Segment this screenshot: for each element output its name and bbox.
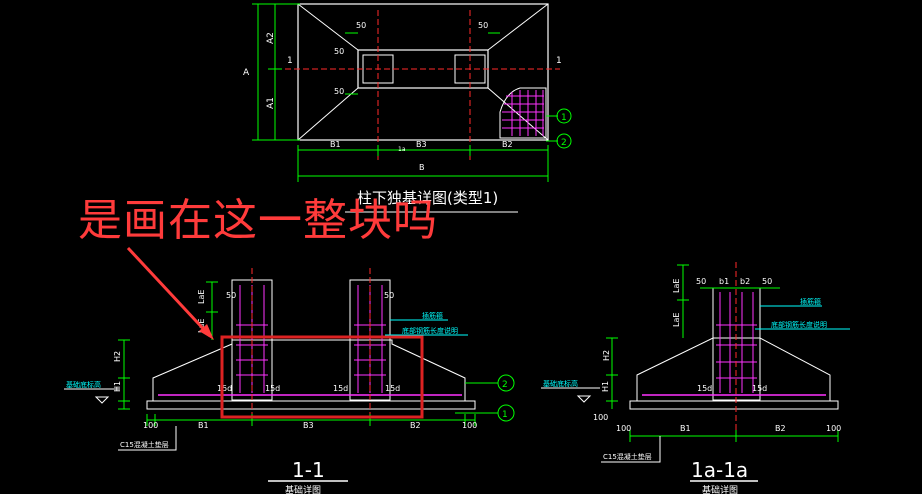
elev-marker (541, 387, 600, 403)
dim-b2: B2 (775, 424, 786, 433)
cushion-layer (146, 400, 476, 410)
dim-50: 50 (226, 291, 236, 300)
plan-slope-line (487, 3, 549, 51)
note-a: 插筋箍 (422, 311, 443, 320)
dim-15d: 15d (385, 384, 400, 393)
note-a: 插筋箍 (800, 297, 821, 306)
dim-lae: LaE (197, 290, 206, 304)
plan-sec-left: 1 (287, 56, 293, 66)
section-balloon-2: 2 (465, 374, 515, 392)
dim-h1: H1 (601, 381, 610, 392)
dim-50: 50 (356, 21, 366, 30)
dim-100: 100 (593, 413, 608, 422)
dim-lae: LaE (672, 313, 681, 327)
dim-50: 50 (384, 291, 394, 300)
dim-h2: H2 (113, 351, 122, 362)
dim-b2: B2 (410, 421, 421, 430)
plan-view: A A2 A1 1 1 50 50 50 50 B1 B3 B2 1a B 1 … (243, 3, 572, 213)
dim-b: B (419, 163, 425, 172)
cushion-leader (118, 426, 177, 451)
rebar-left (236, 285, 268, 393)
dim-50: 50 (334, 47, 344, 56)
dim-a1: A1 (266, 97, 276, 109)
section-sub: 基础详图 (285, 484, 321, 494)
dim-100: 100 (826, 424, 841, 433)
dim-b3: B3 (416, 140, 427, 149)
dim-50: 50 (696, 277, 706, 286)
dim-15d: 15d (333, 384, 348, 393)
section-label: 1-1 (292, 458, 325, 482)
dim-a2: A2 (266, 32, 276, 44)
dim-h2: H2 (602, 350, 611, 361)
dim-50: 50 (334, 87, 344, 96)
note-b: 底部钢筋长度说明 (402, 326, 458, 335)
plan-rebar-mesh (502, 90, 544, 136)
dim-b1: B1 (680, 424, 691, 433)
dim-sb1: b1 (719, 277, 729, 286)
plan-rebar-cutaway (499, 87, 547, 139)
dim-15d: 15d (697, 384, 712, 393)
section-dim-lines (118, 281, 476, 426)
dim-100: 100 (462, 421, 477, 430)
cushion-note: C15混凝土垫层 (120, 440, 169, 449)
plan-dim-lines (252, 3, 549, 182)
annotation-overlay (126, 246, 424, 419)
dim-50: 50 (762, 277, 772, 286)
dim-100: 100 (143, 421, 158, 430)
plan-sec-right: 1 (556, 56, 562, 66)
annotation-arrow (126, 246, 212, 338)
dim-a: A (243, 68, 250, 78)
svg-text:2: 2 (502, 380, 508, 390)
cushion-layer (629, 400, 839, 410)
dim-15d: 15d (752, 384, 767, 393)
dim-b3: B3 (303, 421, 314, 430)
dim-h1: H1 (113, 381, 122, 392)
annotation-arrowhead (199, 324, 214, 340)
dim-b2: B2 (502, 140, 513, 149)
cushion-note: C15混凝土垫层 (603, 452, 652, 461)
plan-slope-line (487, 87, 549, 141)
plan-outline (297, 3, 549, 141)
svg-text:2: 2 (561, 138, 567, 148)
footing-outline (636, 337, 831, 401)
plan-slope-line (297, 3, 359, 51)
plan-title: 柱下独基详图(类型1) (357, 189, 498, 207)
dim-100: 100 (616, 424, 631, 433)
dim-lae: LaE (672, 279, 681, 293)
rebar-column (716, 292, 757, 393)
dim-15d: 15d (217, 384, 232, 393)
plan-balloon-2: 2 (546, 133, 572, 149)
note-b: 底部钢筋长度说明 (771, 320, 827, 329)
dim-b1: B1 (330, 140, 341, 149)
dim-b1: B1 (198, 421, 209, 430)
section-1-1: 15d 15d 15d 15d 50 50 LaE LaE H2 H1 100 … (64, 268, 515, 494)
svg-text:1: 1 (561, 113, 567, 123)
dim-50: 50 (478, 21, 488, 30)
section-dim-lines (606, 264, 839, 442)
section-label: 1a-1a (691, 458, 748, 482)
highlight-box (220, 335, 424, 419)
section-balloon-1: 1 (455, 404, 515, 422)
plan-sec-a: 1a (398, 146, 406, 153)
footing-outline (152, 339, 466, 401)
section-sub: 基础详图 (702, 484, 738, 494)
annotation-text: 是画在这一整块吗 (78, 195, 438, 246)
plan-slope-line (297, 87, 359, 141)
svg-text:1: 1 (502, 410, 508, 420)
section-1a-1a: 50 b1 b2 50 LaE LaE H2 H1 100 100 100 B1… (541, 262, 850, 494)
base-elev-note: 基础底标高 (543, 379, 578, 388)
plan-balloon-1: 1 (546, 108, 572, 124)
cushion-leader (601, 436, 661, 463)
base-elev-note: 基础底标高 (66, 380, 101, 389)
dim-sb2: b2 (740, 277, 750, 286)
dim-15d: 15d (265, 384, 280, 393)
elev-marker (64, 388, 120, 404)
